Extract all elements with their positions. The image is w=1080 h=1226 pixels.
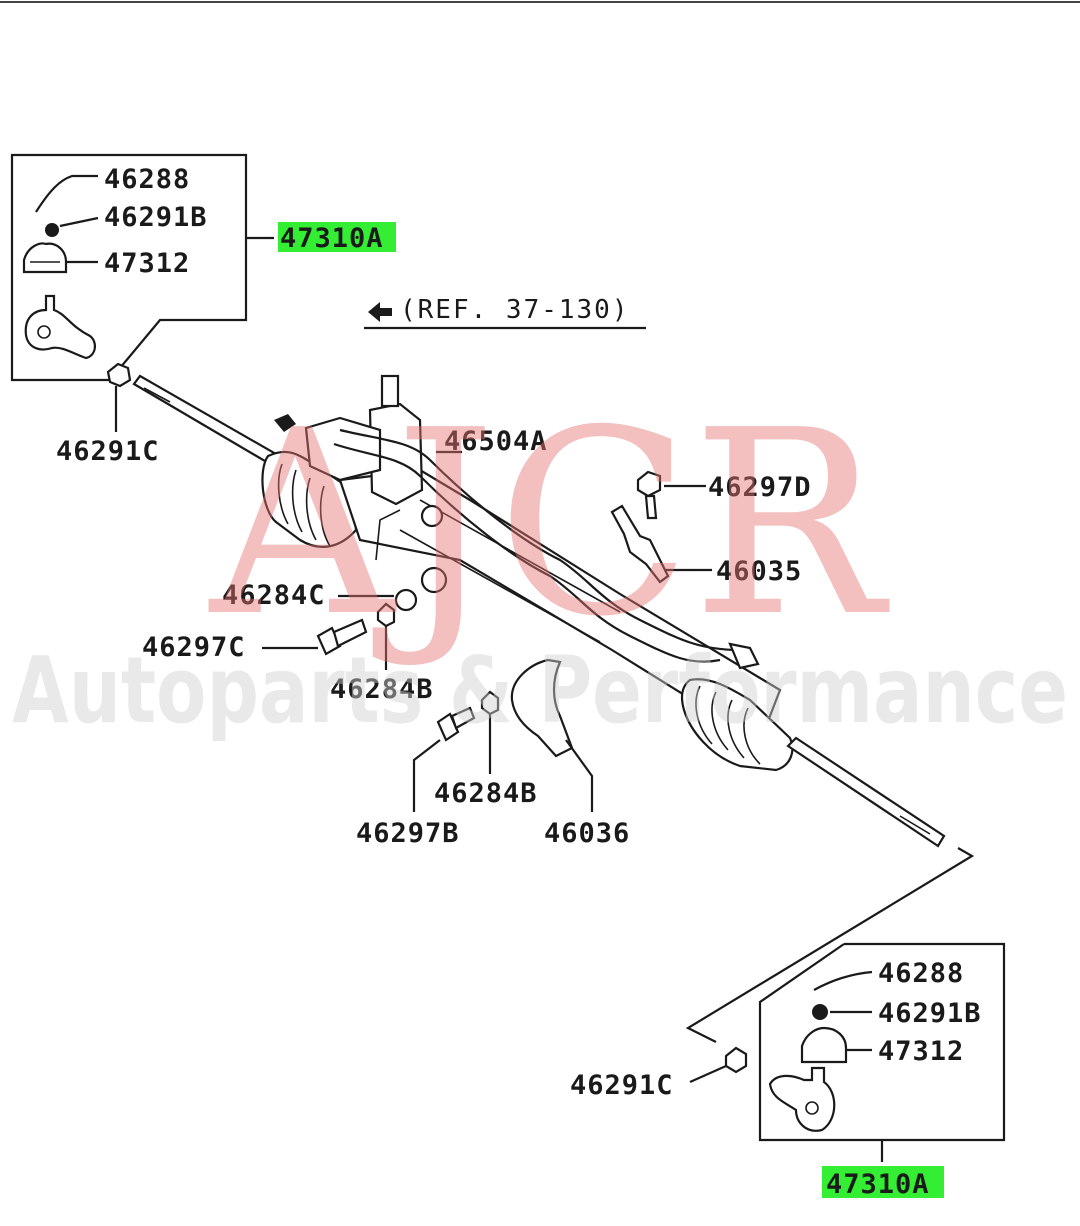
pressure-line <box>339 428 741 652</box>
tie-rod-end-kit-top <box>10 153 274 382</box>
label-46291b-top: 46291B <box>104 202 208 233</box>
locknut-46291c-left <box>106 362 132 432</box>
label-46288-top: 46288 <box>104 164 190 195</box>
tie-rod-end-kit-bottom <box>758 942 1006 1162</box>
boot-47312-top <box>22 242 68 274</box>
clamp-46036 <box>510 658 594 812</box>
valve-body <box>304 416 382 482</box>
input-shaft <box>380 374 400 408</box>
washer-46284b-lower <box>480 690 500 774</box>
watermark-brand: AJCR <box>208 376 890 673</box>
cotter-pin-top <box>35 174 98 213</box>
direction-arrow-icon <box>274 414 296 432</box>
label-46284b-upper: 46284B <box>330 674 434 705</box>
label-46297c: 46297C <box>142 632 246 663</box>
highlight-47310a-top <box>278 222 396 252</box>
mounting-boss-upper <box>420 504 444 528</box>
washer-46284b-upper <box>376 602 396 670</box>
label-46284c: 46284C <box>222 580 326 611</box>
label-46035: 46035 <box>716 556 802 587</box>
reference-pointer <box>364 302 646 330</box>
kit-box-top <box>10 153 248 382</box>
label-46036: 46036 <box>544 818 630 849</box>
pinion-valve-housing <box>368 402 424 506</box>
reference-text: (REF. 37-130) <box>400 295 630 325</box>
line-fitting <box>728 642 760 670</box>
label-46284b-lower: 46284B <box>434 778 538 809</box>
bellows-boot-right <box>680 678 794 772</box>
tie-rod-end-top <box>24 294 96 360</box>
cotter-pin-bottom <box>813 970 873 991</box>
label-46291c-left: 46291C <box>56 436 160 467</box>
label-46291c-right: 46291C <box>570 1070 674 1101</box>
steering-gear-rack-assembly <box>132 374 946 848</box>
bolt-46297c <box>262 618 368 656</box>
label-47310a-bottom: 47310A <box>826 1169 930 1200</box>
label-47310a-top: 47310A <box>280 223 384 254</box>
highlight-47310a-bottom <box>822 1166 944 1198</box>
bracket-46035 <box>610 504 712 584</box>
inner-tie-rod-right <box>786 736 946 848</box>
label-46297d: 46297D <box>708 472 812 503</box>
connector-leader <box>685 847 975 1043</box>
mounting-boss-lower <box>420 566 448 594</box>
nut-46291b-bottom <box>812 1004 828 1020</box>
label-46288-bottom: 46288 <box>878 958 964 989</box>
label-46297b: 46297B <box>356 818 460 849</box>
boot-47312-bottom <box>800 1026 848 1064</box>
label-47312-top: 47312 <box>104 248 190 279</box>
return-line <box>333 442 721 663</box>
bushing-46284c <box>338 588 418 612</box>
bolt-46297d <box>636 470 706 520</box>
label-47312-bottom: 47312 <box>878 1036 964 1067</box>
locknut-46291c-right <box>689 1046 748 1084</box>
watermark-tagline: Autoparts & Performance <box>12 637 1068 744</box>
bolt-46297b <box>412 706 476 812</box>
label-46504a: 46504A <box>444 426 548 457</box>
rack-housing <box>338 468 782 744</box>
label-46291b-bottom: 46291B <box>878 998 982 1029</box>
tie-rod-end-bottom <box>768 1066 836 1132</box>
nut-46291b-top <box>45 223 59 237</box>
reference-arrow-icon <box>368 302 392 322</box>
